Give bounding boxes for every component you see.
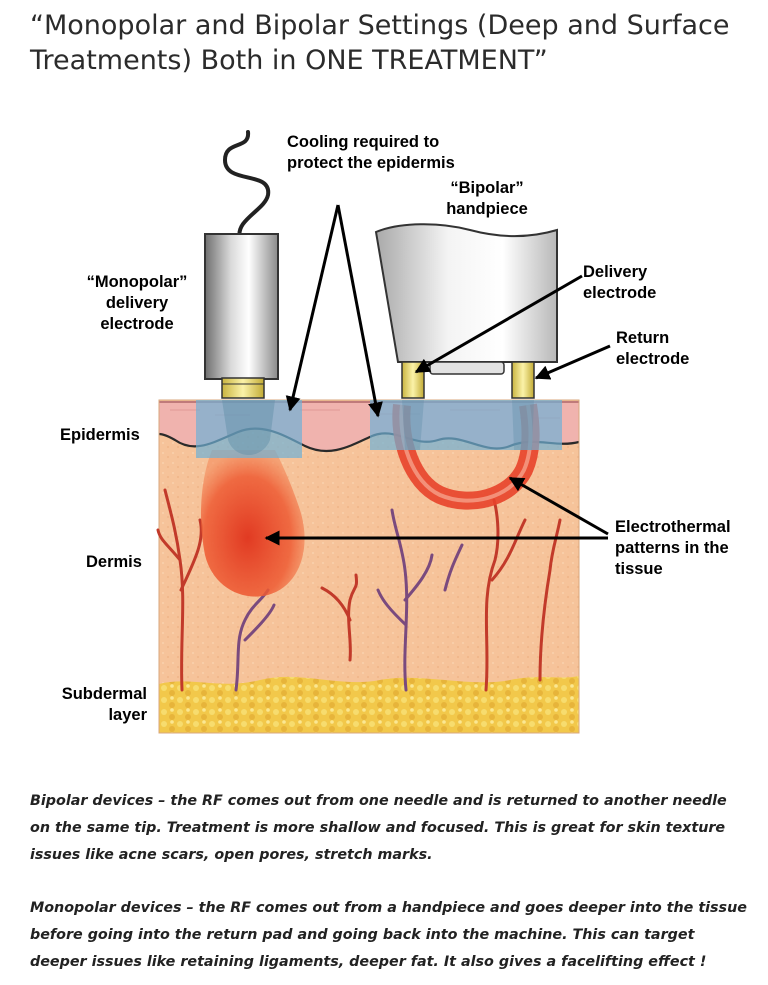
label-dermis: Dermis — [86, 553, 142, 571]
label-bipolar-handpiece: “Bipolar” handpiece — [446, 179, 528, 218]
bipolar-cooling-zone — [370, 400, 562, 450]
monopolar-description: Monopolar devices – the RF comes out fro… — [30, 900, 747, 970]
label-cooling: Cooling required to protect the epidermi… — [287, 133, 455, 172]
monopolar-handpiece — [204, 130, 279, 399]
label-delivery-electrode: Delivery electrode — [583, 263, 657, 302]
label-epidermis: Epidermis — [60, 426, 140, 444]
monopolar-cable — [222, 130, 271, 240]
label-subdermal: Subdermal layer — [61, 685, 147, 724]
label-electrothermal: Electrothermal patterns in the tissue — [615, 518, 731, 578]
monopolar-cooling-zone — [196, 400, 302, 458]
electrothermal-arrow-bipolar — [508, 476, 609, 536]
cooling-arrow-left — [285, 204, 340, 412]
monopolar-heat-pattern — [200, 450, 305, 597]
blood-vessels — [156, 488, 562, 692]
label-monopolar-electrode: “Monopolar” delivery electrode — [86, 273, 188, 333]
pointer-arrows — [264, 204, 611, 546]
subdermal-fat-layer — [159, 676, 579, 733]
label-return-electrode: Return electrode — [616, 329, 690, 368]
bipolar-description: Bipolar devices – the RF comes out from … — [30, 793, 727, 863]
page-title: “Monopolar and Bipolar Settings (Deep an… — [30, 10, 730, 76]
delivery-electrode-arrow — [414, 274, 583, 374]
cooling-arrow-right — [336, 204, 383, 418]
return-electrode-arrow — [534, 344, 611, 380]
bipolar-handpiece — [374, 223, 558, 399]
